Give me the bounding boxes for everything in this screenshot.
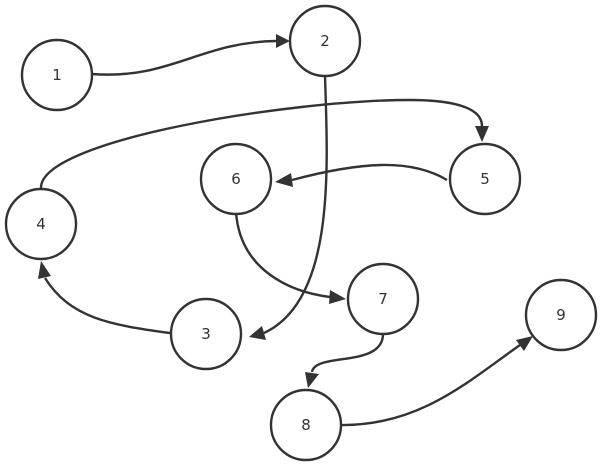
arrowhead-icon	[276, 34, 290, 48]
node-label: 6	[231, 170, 241, 188]
arrowhead-icon	[475, 126, 489, 142]
node-3[interactable]: 3	[169, 297, 243, 371]
node-2[interactable]: 2	[288, 4, 362, 78]
arrowhead-icon	[305, 372, 319, 388]
edge-6-to-7	[234, 211, 346, 304]
arrowhead-icon	[249, 326, 266, 340]
edge-2-to-3	[249, 75, 328, 340]
node-8[interactable]: 8	[269, 388, 343, 462]
node-label: 1	[52, 66, 62, 84]
arrowhead-icon	[329, 290, 346, 304]
node-label: 9	[556, 306, 566, 324]
node-7[interactable]: 7	[346, 262, 420, 336]
node-label: 4	[36, 215, 46, 233]
node-label: 3	[201, 325, 211, 343]
edge-1-to-2	[91, 34, 290, 76]
node-9[interactable]: 9	[524, 278, 598, 352]
arrowhead-icon	[516, 336, 533, 351]
nodes: 1 2 3 4 5 6 7 8	[4, 4, 598, 462]
edge-4-to-5	[39, 98, 489, 189]
node-6[interactable]: 6	[199, 142, 273, 216]
edge-8-to-9	[340, 336, 533, 427]
edge-7-to-8	[305, 333, 385, 388]
node-5[interactable]: 5	[448, 142, 522, 216]
edge-5-to-6	[275, 163, 448, 187]
edge-3-to-4	[38, 261, 171, 335]
node-1[interactable]: 1	[20, 38, 94, 112]
node-label: 8	[301, 416, 311, 434]
arrowhead-icon	[275, 173, 293, 187]
edges	[38, 34, 533, 427]
node-label: 2	[320, 32, 330, 50]
node-4[interactable]: 4	[4, 187, 78, 261]
arrowhead-icon	[38, 261, 51, 279]
node-label: 7	[378, 290, 388, 308]
node-label: 5	[480, 170, 490, 188]
